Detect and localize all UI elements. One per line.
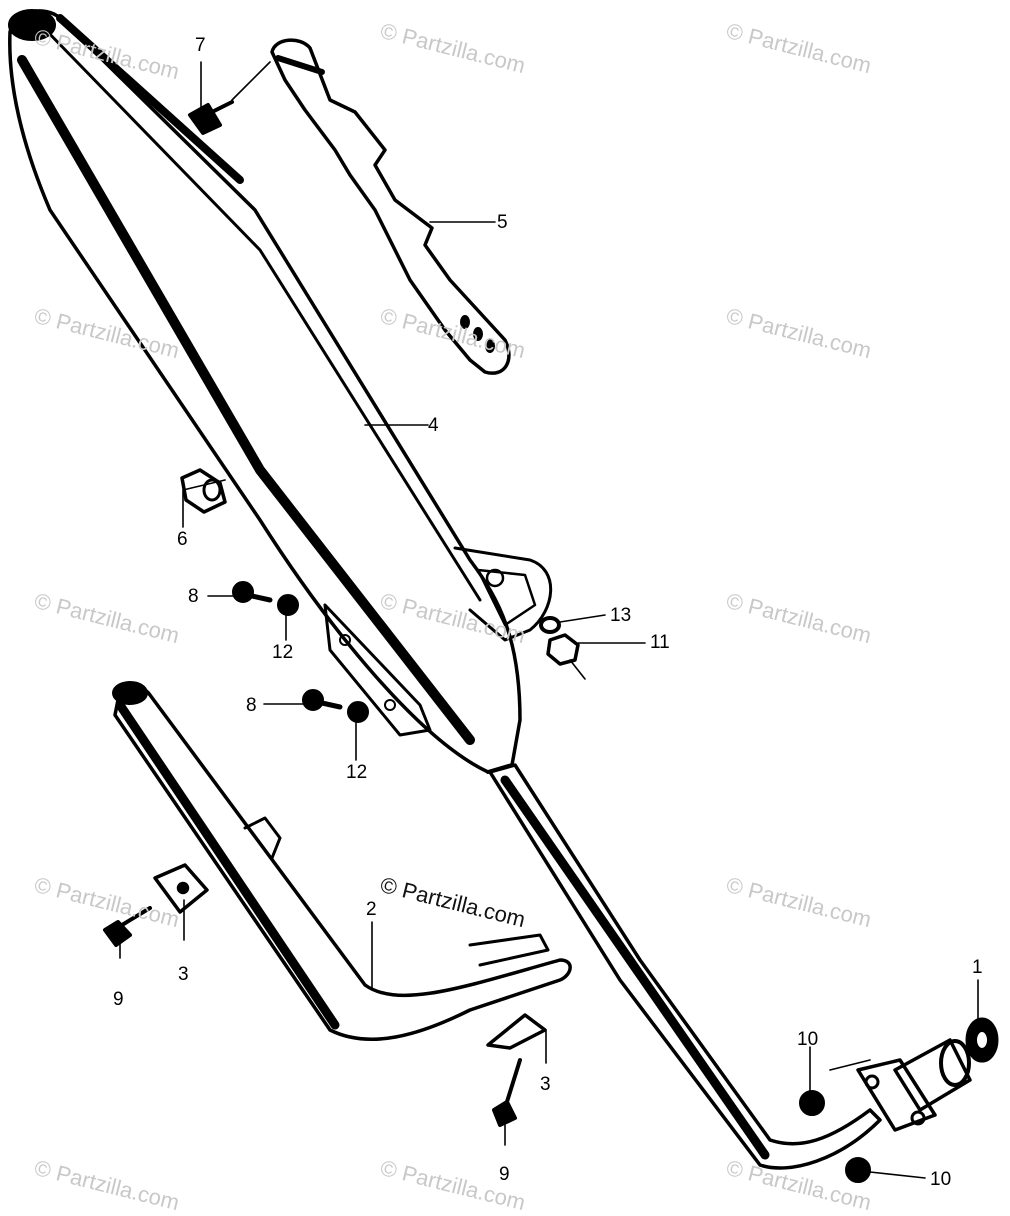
- callout-4: 4: [428, 415, 439, 436]
- callout-9b: 9: [499, 1164, 510, 1185]
- callout-3a: 3: [178, 964, 189, 985]
- callout-9a: 9: [113, 989, 124, 1010]
- callout-2: 2: [366, 899, 377, 920]
- part-nut-11: [546, 633, 580, 666]
- leader-lines: [119, 61, 979, 1179]
- part-bolt-7: [188, 100, 234, 135]
- part-clamp-3b: [486, 1013, 547, 1050]
- part-bolt-8b: [302, 689, 343, 711]
- callout-7: 7: [195, 35, 206, 56]
- part-exhaust-pipe-left: [112, 681, 572, 1041]
- callout-3b: 3: [540, 1074, 551, 1095]
- part-nut-6: [180, 468, 227, 514]
- part-heat-guard: [270, 38, 511, 375]
- callout-8a: 8: [188, 586, 199, 607]
- callout-10b: 10: [930, 1169, 952, 1190]
- callout-13: 13: [610, 605, 632, 626]
- part-nut-10b: [845, 1157, 871, 1183]
- part-washer-12a: [277, 594, 299, 616]
- callout-1: 1: [972, 957, 983, 978]
- part-washer-12b: [347, 701, 369, 723]
- part-muffler: [8, 9, 553, 774]
- callout-12b: 12: [346, 762, 368, 783]
- part-bolt-9b: [492, 1058, 522, 1127]
- part-bolt-9a: [103, 906, 152, 947]
- callout-11: 11: [650, 632, 670, 653]
- callout-12a: 12: [272, 642, 294, 663]
- callout-6: 6: [177, 529, 188, 550]
- part-nut-10a: [799, 1090, 825, 1116]
- callout-8b: 8: [246, 695, 257, 716]
- part-washer-13: [539, 616, 561, 634]
- callout-10a: 10: [797, 1029, 819, 1050]
- part-bolt-8a: [232, 581, 273, 603]
- part-clamp-3a: [153, 863, 209, 914]
- callout-5: 5: [497, 212, 508, 233]
- part-exhaust-pipe-right: [488, 763, 999, 1170]
